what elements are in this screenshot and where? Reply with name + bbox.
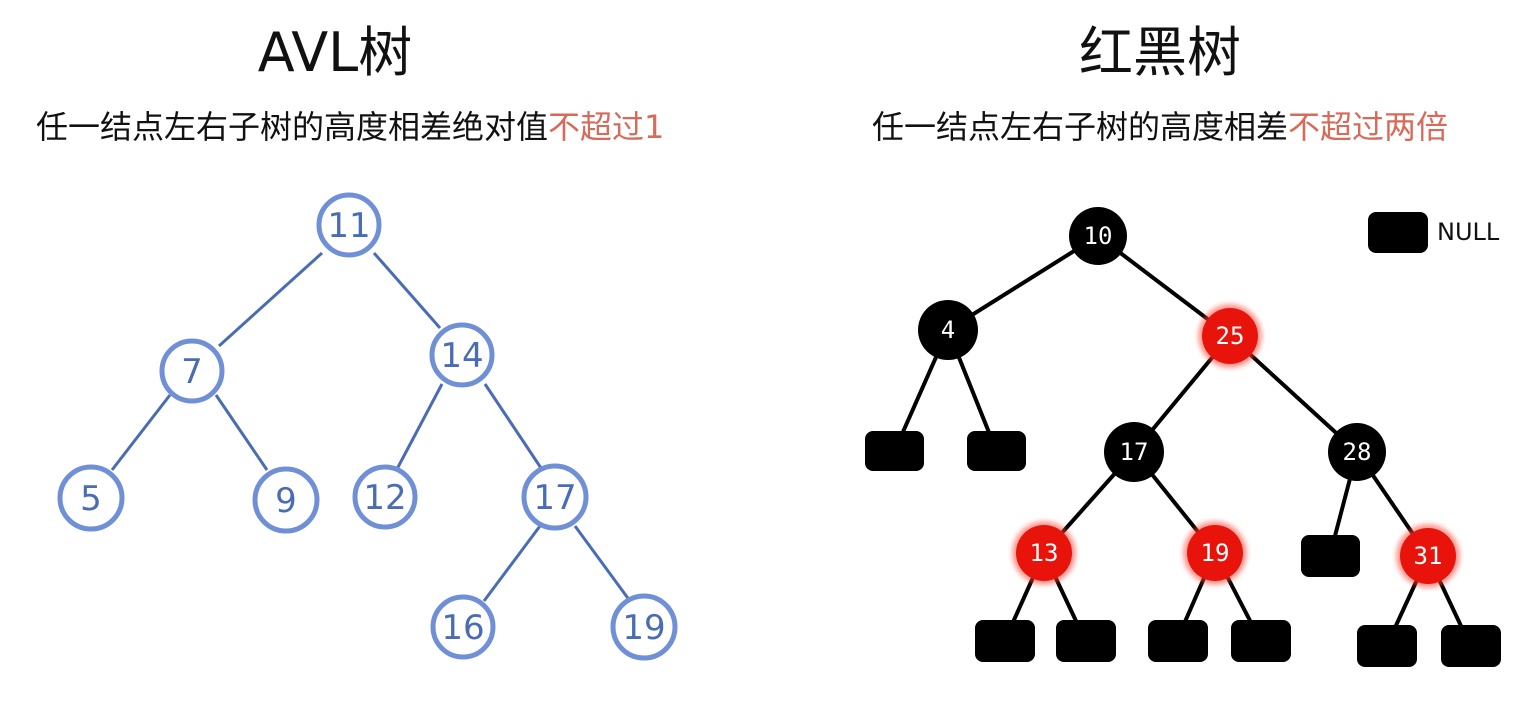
avl-edge-7-5 xyxy=(110,394,172,471)
rb-node-red: 25 xyxy=(1198,304,1262,368)
rb-node-label: 13 xyxy=(1030,539,1059,567)
avl-subtitle-highlight: 不超过1 xyxy=(548,108,665,146)
rb-node-circle xyxy=(918,300,978,360)
rb-node-red: 31 xyxy=(1396,524,1460,588)
rb-title: 红黑树 xyxy=(1079,21,1241,84)
rb-subtitle: 任一结点左右子树的高度相差不超过两倍 xyxy=(872,102,1448,148)
avl-node: 14 xyxy=(429,322,495,388)
rb-node-red: 13 xyxy=(1012,521,1076,585)
avl-node-label: 19 xyxy=(622,608,665,648)
rb-node-black: 28 xyxy=(1328,423,1386,481)
rb-node-label: 19 xyxy=(1201,539,1230,567)
avl-node-circle xyxy=(316,192,382,258)
null-leaf xyxy=(967,431,1026,471)
null-legend: NULL xyxy=(1368,212,1500,253)
avl-node-label: 17 xyxy=(533,478,576,518)
avl-node-circle xyxy=(57,464,125,532)
avl-node-label: 12 xyxy=(363,478,406,518)
avl-node: 11 xyxy=(316,192,382,258)
rb-node-circle xyxy=(1187,525,1243,581)
avl-edge-14-12 xyxy=(395,383,444,470)
rb-node-label: 10 xyxy=(1084,222,1113,250)
avl-node: 7 xyxy=(159,338,225,404)
null-legend-swatch xyxy=(1368,212,1428,253)
null-leaf xyxy=(1357,625,1417,667)
rb-node-label: 25 xyxy=(1216,322,1245,350)
avl-node-circle xyxy=(430,594,496,660)
avl-edge-14-17 xyxy=(483,383,545,472)
avl-node: 16 xyxy=(430,594,496,660)
null-leaf xyxy=(1056,620,1116,662)
avl-node: 9 xyxy=(252,466,320,534)
avl-node: 19 xyxy=(610,593,678,661)
null-leaf xyxy=(1441,625,1501,667)
null-leaf xyxy=(975,620,1035,662)
rb-subtitle-highlight: 不超过两倍 xyxy=(1288,108,1449,146)
rb-node-label: 28 xyxy=(1343,438,1372,466)
avl-edge-17-19 xyxy=(573,525,632,602)
avl-node-circle xyxy=(352,464,418,530)
rb-node-circle xyxy=(1016,525,1072,581)
rb-subtitle-text: 任一结点左右子树的高度相差 xyxy=(872,108,1289,146)
avl-subtitle-text: 任一结点左右子树的高度相差绝对值 xyxy=(36,108,549,146)
null-leaf xyxy=(1231,620,1291,662)
avl-edge-7-9 xyxy=(214,394,269,471)
null-legend-label: NULL xyxy=(1437,218,1500,246)
null-leaf xyxy=(1148,620,1208,662)
avl-title: AVL树 xyxy=(257,21,413,84)
avl-tree: 11 7 14 5 9 12 17 16 xyxy=(57,192,678,661)
avl-node: 5 xyxy=(57,464,125,532)
null-leaf xyxy=(1301,535,1360,577)
avl-node: 17 xyxy=(521,463,589,531)
avl-node-label: 11 xyxy=(327,206,370,246)
avl-subtitle: 任一结点左右子树的高度相差绝对值不超过1 xyxy=(36,102,664,148)
rb-node-label: 4 xyxy=(941,316,955,344)
avl-node-label: 9 xyxy=(275,481,297,521)
rb-node-label: 17 xyxy=(1120,438,1149,466)
rb-node-circle xyxy=(1069,207,1127,265)
avl-edge-17-16 xyxy=(482,525,542,602)
rb-node-red: 19 xyxy=(1183,521,1247,585)
rb-node-black: 17 xyxy=(1104,422,1164,482)
avl-node-circle xyxy=(429,322,495,388)
rb-node-circle xyxy=(1202,308,1258,364)
avl-node-label: 14 xyxy=(440,336,483,376)
rb-tree: 10 4 25 17 28 13 19 xyxy=(865,207,1501,667)
avl-edge-11-7 xyxy=(217,251,324,348)
rb-node-black: 10 xyxy=(1069,207,1127,265)
avl-edge-11-14 xyxy=(372,252,442,329)
rb-null-leaves xyxy=(865,431,1501,667)
avl-node-circle xyxy=(521,463,589,531)
avl-node-circle xyxy=(159,338,225,404)
avl-node: 12 xyxy=(352,464,418,530)
avl-edges xyxy=(110,251,632,602)
avl-node-circle xyxy=(610,593,678,661)
rb-node-black: 4 xyxy=(918,300,978,360)
null-leaf xyxy=(865,431,924,471)
avl-node-label: 16 xyxy=(441,608,484,648)
avl-node-circle xyxy=(252,466,320,534)
avl-node-label: 7 xyxy=(181,352,203,392)
avl-node-label: 5 xyxy=(80,479,102,519)
rb-node-circle xyxy=(1104,422,1164,482)
rb-node-circle xyxy=(1400,528,1456,584)
rb-node-circle xyxy=(1328,423,1386,481)
rb-node-label: 31 xyxy=(1414,542,1443,570)
